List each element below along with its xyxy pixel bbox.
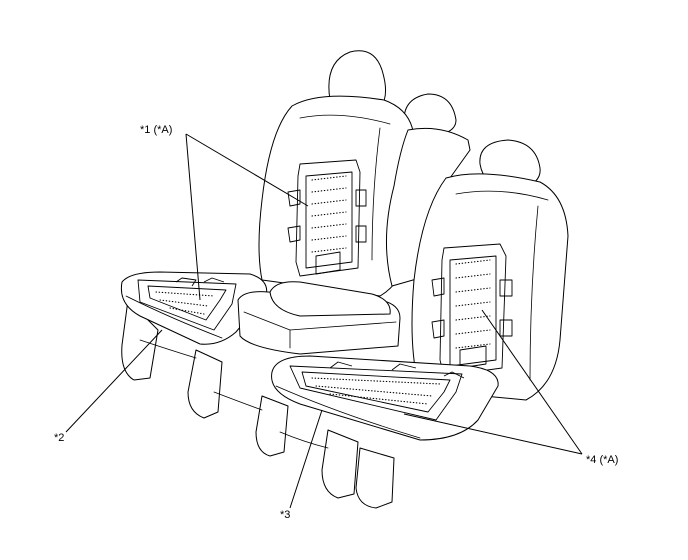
- seat-cushion-heater-right: [289, 361, 465, 421]
- leader-lines: [65, 133, 583, 509]
- seatback-right: [411, 173, 569, 401]
- callout-3: *3: [280, 509, 290, 521]
- seatback-heater-left: [287, 159, 367, 277]
- callout-2: *2: [54, 432, 64, 444]
- armrest: [237, 281, 401, 355]
- callout-1: *1 (*A): [140, 124, 172, 136]
- callout-4: *4 (*A): [586, 454, 618, 466]
- seat-frame-legs: [121, 299, 395, 509]
- seat-cushion-right: [271, 355, 499, 441]
- seat-cushion-heater-left: [137, 277, 237, 331]
- seatback-center: [385, 127, 471, 287]
